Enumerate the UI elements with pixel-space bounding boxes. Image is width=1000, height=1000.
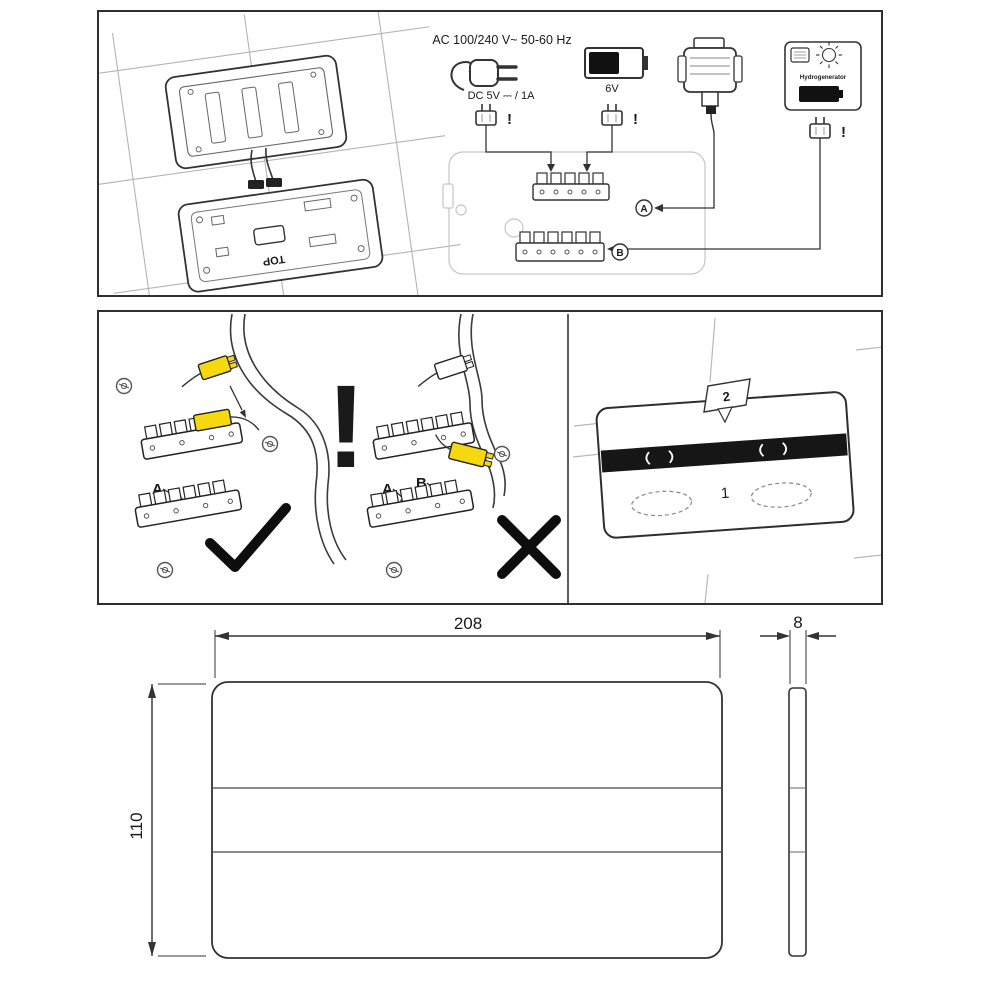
battery-voltage-label: 6V: [605, 83, 619, 95]
warning-mark: !: [841, 124, 846, 141]
connection-b-badge: [611, 243, 629, 261]
hydrogenerator-connector-icon: [809, 116, 831, 139]
tile-joints: [572, 317, 881, 603]
hydrogenerator-label: Hydrogenerator: [800, 74, 847, 81]
label-a: A: [382, 481, 393, 498]
flush-plate-back: TOP: [177, 178, 384, 293]
cistern-outline: [442, 151, 706, 275]
dimension-depth: [760, 630, 836, 684]
terminal-strip-upper: [372, 411, 476, 460]
hydrogenerator-icon: Hydrogenerator: [784, 41, 862, 111]
width-value: 208: [454, 614, 482, 633]
wiring-incorrect-illustration: ! A: [326, 313, 561, 579]
warning-mark: !: [507, 111, 512, 128]
connection-a-badge: [635, 199, 653, 217]
terminal-strip-upper: [140, 408, 260, 460]
connection-cables: [248, 147, 282, 189]
terminal-strip-lower: [134, 479, 243, 528]
dimension-width: [214, 630, 721, 678]
step-2-flag: 2: [703, 378, 751, 424]
plate-top-marking: TOP: [262, 252, 286, 267]
warning-exclamation: !: [326, 361, 365, 493]
screw-icon: [385, 561, 403, 579]
plate-dark-band: [600, 433, 848, 473]
step-1-label: 1: [720, 485, 730, 503]
depth-value: 8: [793, 613, 802, 632]
installation-frame: [164, 54, 348, 170]
battery-connector-icon: [601, 103, 623, 126]
plate-front-view: [211, 681, 723, 959]
service-opening: [750, 482, 812, 508]
dimension-drawing: 208 8 110: [0, 605, 1000, 1000]
wiring-correct-illustration: A: [115, 313, 347, 579]
yellow-connector-free: [181, 354, 239, 388]
step-2-label: 2: [722, 389, 731, 405]
warning-mark: !: [633, 111, 638, 128]
label-a: A: [152, 481, 163, 498]
dc-power-label: DC 5V ⎓ / 1A: [468, 90, 536, 102]
screw-icon: [156, 561, 174, 579]
yellow-connector-wrong: [435, 434, 495, 468]
plate-side-view: [788, 687, 807, 957]
ac-power-label: AC 100/240 V~ 50-60 Hz: [432, 33, 571, 47]
terminal-block-b: [515, 231, 605, 262]
button-marks: [645, 442, 787, 465]
screw-icon: [261, 435, 279, 453]
connection-b-label: B: [616, 248, 623, 259]
flush-plate-front: 1: [595, 391, 855, 539]
plug-connector-icon: [475, 103, 497, 126]
cables: [229, 313, 347, 565]
screw-icon: [493, 445, 511, 463]
dimension-height: [148, 683, 206, 957]
wiring-routes: [485, 125, 821, 253]
cables: [458, 313, 506, 509]
cross-icon: [497, 515, 561, 579]
screw-icon: [115, 377, 133, 395]
wiring-panel: A !: [97, 310, 883, 605]
terminal-strip-lower: [366, 479, 475, 528]
sun-icon: [816, 42, 842, 68]
label-b: B: [416, 475, 427, 492]
height-value: 110: [127, 812, 146, 839]
plate-mounting-illustration: 1 2: [572, 317, 881, 603]
terminal-block-a: [532, 172, 610, 201]
checkmark-icon: [205, 503, 291, 572]
connection-a-label: A: [640, 204, 647, 215]
white-connector-free: [417, 354, 475, 387]
installation-panel: TOP AC 100/240 V~ 50-60 Hz DC 5V ⎓ / 1A …: [97, 10, 883, 297]
battery-icon: [799, 86, 839, 102]
power-plug-icon: [450, 59, 518, 91]
actuator-icon: [677, 37, 743, 135]
battery-icon: [584, 47, 648, 79]
service-opening: [631, 490, 693, 517]
